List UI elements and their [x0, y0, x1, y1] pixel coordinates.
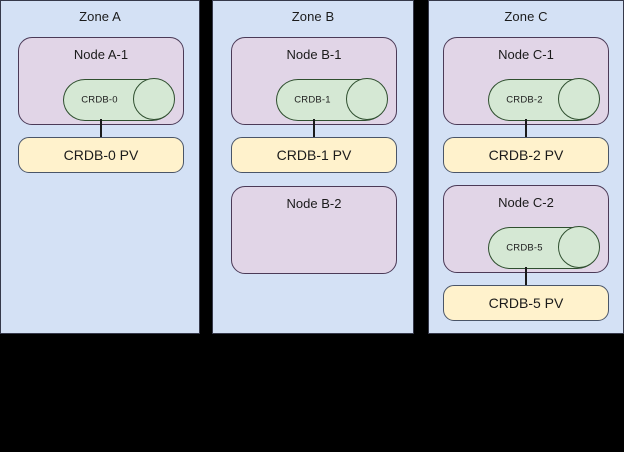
zone-a-title: Zone A — [79, 9, 121, 24]
connector-node-c-2-to-crdb-5-pv — [525, 267, 527, 285]
database-cylinder-crdb-1: CRDB-1 — [276, 78, 388, 121]
volume-crdb-0-pv: CRDB-0 PV — [18, 137, 184, 173]
zone-b-title: Zone B — [291, 9, 335, 24]
volume-crdb-5-pv: CRDB-5 PV — [443, 285, 609, 321]
zone-c-title: Zone C — [504, 9, 548, 24]
node-b-1: Node B-1 CRDB-1 — [231, 37, 397, 125]
node-b-1-title: Node B-1 — [286, 47, 342, 62]
volume-crdb-2-pv: CRDB-2 PV — [443, 137, 609, 173]
connector-node-c-1-to-crdb-2-pv — [525, 119, 527, 137]
node-c-2: Node C-2 CRDB-5 — [443, 185, 609, 273]
volume-label-crdb-5-pv: CRDB-5 PV — [488, 295, 564, 311]
database-label-crdb-1: CRDB-1 — [294, 94, 331, 106]
cylinder-cap — [558, 226, 600, 268]
database-label-crdb-5: CRDB-5 — [506, 242, 543, 254]
node-c-1: Node C-1 CRDB-2 — [443, 37, 609, 125]
database-cylinder-crdb-2: CRDB-2 — [488, 78, 600, 121]
node-b-2-title: Node B-2 — [286, 196, 342, 211]
zone-c: Zone C Node C-1 CRDB-2 CRDB-2 PV Node C-… — [428, 0, 624, 334]
connector-node-a-1-to-crdb-0-pv — [100, 119, 102, 137]
database-cylinder-crdb-0: CRDB-0 — [63, 78, 175, 121]
database-label-crdb-0: CRDB-0 — [81, 94, 118, 106]
node-b-2: Node B-2 — [231, 186, 397, 274]
volume-label-crdb-1-pv: CRDB-1 PV — [276, 147, 352, 163]
node-a-1-title: Node A-1 — [73, 47, 129, 62]
node-c-1-title: Node C-1 — [498, 47, 554, 62]
cylinder-cap — [133, 78, 175, 120]
database-cylinder-crdb-5: CRDB-5 — [488, 226, 600, 269]
volume-label-crdb-0-pv: CRDB-0 PV — [63, 147, 139, 163]
node-a-1: Node A-1 CRDB-0 — [18, 37, 184, 125]
node-c-2-title: Node C-2 — [498, 195, 554, 210]
volume-crdb-1-pv: CRDB-1 PV — [231, 137, 397, 173]
zone-a: Zone A Node A-1 CRDB-0 CRDB-0 PV — [0, 0, 200, 334]
cylinder-cap — [558, 78, 600, 120]
connector-node-b-1-to-crdb-1-pv — [313, 119, 315, 137]
cylinder-cap — [346, 78, 388, 120]
zone-b: Zone B Node B-1 CRDB-1 CRDB-1 PV Node B-… — [212, 0, 414, 334]
database-label-crdb-2: CRDB-2 — [506, 94, 543, 106]
volume-label-crdb-2-pv: CRDB-2 PV — [488, 147, 564, 163]
